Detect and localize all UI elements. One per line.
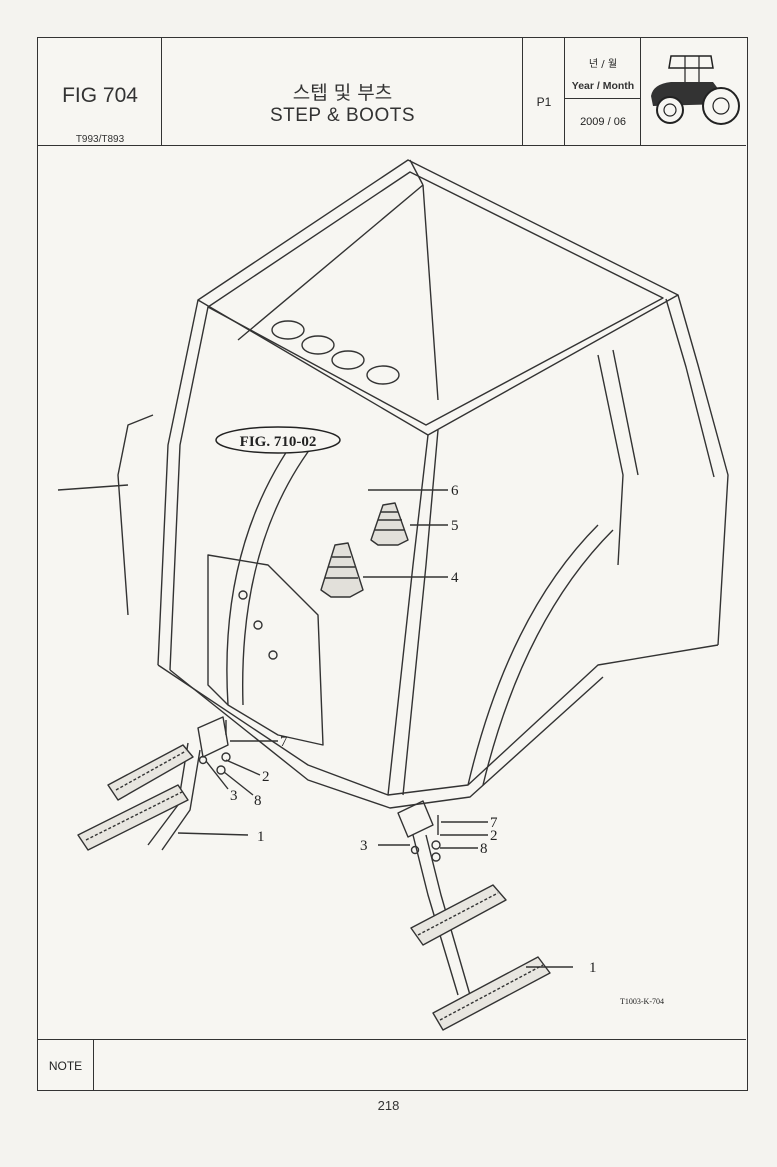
left-front-pillar	[157, 299, 209, 671]
callout-3-left: 3	[230, 788, 238, 804]
right-rear-pillar	[665, 294, 729, 646]
callout-4: 4	[451, 570, 459, 586]
date-value: 2009 / 06	[580, 116, 626, 128]
note-row: NOTE	[38, 1039, 746, 1091]
right-step-upper	[410, 884, 507, 946]
right-step-bracket	[397, 800, 434, 838]
year-month-label-ko: 년 / 월	[588, 59, 618, 70]
page-code: P1	[536, 95, 552, 109]
cab-frame-illustration: FIG. 710-02 6 5 4 7 2 3 8 1 7 2 3 8 1 T1…	[57, 159, 729, 1031]
exploded-view-drawing: FIG. 710-02 6 5 4 7 2 3 8 1 7 2 3 8 1 T1…	[38, 145, 746, 1039]
boot-4	[320, 542, 364, 598]
title-korean: 스텝 및 부츠	[292, 82, 393, 104]
callout-2-right: 2	[490, 828, 498, 844]
fender-arc	[226, 434, 314, 706]
callout-5: 5	[451, 518, 459, 534]
fig-label: FIG 704	[62, 84, 138, 107]
boot-5	[370, 502, 409, 546]
title-cell: 스텝 및 부츠 STEP & BOOTS	[162, 38, 523, 145]
note-label: NOTE	[38, 1040, 94, 1091]
grab-rail	[57, 414, 154, 616]
header-block: FIG 704 T993/T893 스텝 및 부츠 STEP & BOOTS P…	[38, 38, 746, 146]
date-divider	[565, 98, 641, 99]
parts-catalog-sheet: FIG 704 T993/T893 스텝 및 부츠 STEP & BOOTS P…	[37, 37, 748, 1091]
figure-reference-balloon: FIG. 710-02	[215, 426, 341, 454]
callout-7-right: 7	[490, 815, 498, 831]
tractor-icon	[651, 55, 740, 125]
callout-8-right: 8	[480, 841, 488, 857]
callout-3-right: 3	[360, 838, 368, 854]
callout-1-right: 1	[589, 960, 597, 976]
right-step-lower	[432, 956, 551, 1031]
figure-reference: FIG. 710-02	[240, 434, 317, 450]
page-code-cell: P1	[523, 38, 565, 145]
drawing-code: T1003-K-704	[620, 997, 664, 1006]
left-step-bracket	[197, 716, 229, 758]
date-cell: 년 / 월 Year / Month 2009 / 06	[565, 38, 641, 145]
callout-2-left: 2	[262, 769, 270, 785]
tractor-cell	[641, 38, 746, 145]
left-step-lower	[77, 784, 189, 851]
floor-frame	[157, 644, 719, 796]
page-number: 218	[377, 1098, 400, 1113]
instrument-panel	[207, 554, 324, 746]
model-label: T993/T893	[75, 134, 125, 145]
callout-8-left: 8	[254, 793, 262, 809]
fig-cell: FIG 704 T993/T893	[38, 38, 162, 145]
left-step-upper	[107, 744, 194, 801]
year-month-label-en: Year / Month	[571, 80, 635, 92]
callout-6: 6	[451, 483, 459, 499]
callout-7-left: 7	[280, 734, 288, 750]
center-pillar	[387, 429, 439, 796]
callout-1-left: 1	[257, 829, 265, 845]
title-english: STEP & BOOTS	[269, 105, 416, 126]
